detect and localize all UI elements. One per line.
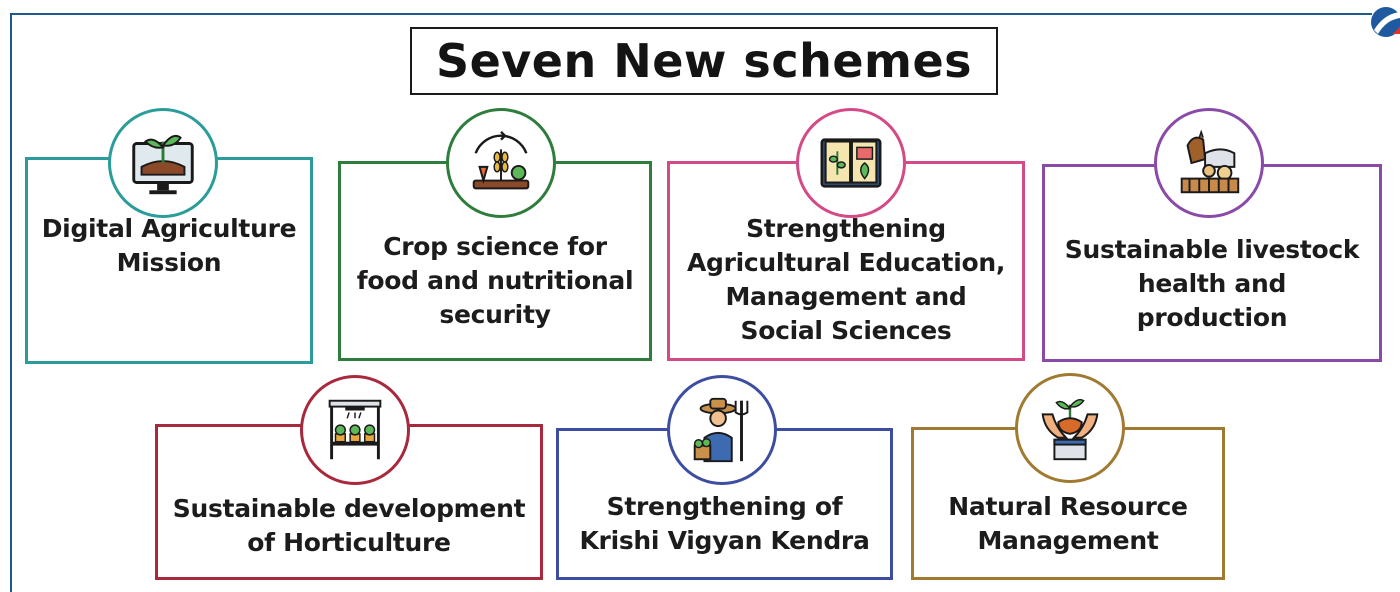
- farmer-icon: [667, 375, 777, 485]
- scheme-label: Strengthening of Krishi Vigyan Kendra: [579, 492, 870, 555]
- scheme-label: Sustainable livestock health and product…: [1064, 235, 1360, 332]
- scheme-label: Digital Agriculture Mission: [41, 213, 297, 277]
- brand-logo-icon: [1371, 7, 1400, 37]
- frame-top-line: [10, 13, 1372, 15]
- scheme-label: Crop science for food and nutritional se…: [356, 232, 634, 329]
- crop-cycle-icon: [446, 108, 556, 218]
- page-title: Seven New schemes: [435, 34, 973, 88]
- book-icon: [796, 108, 906, 218]
- computer-plant-icon: [108, 108, 218, 218]
- scheme-card-digital-agriculture: Digital Agriculture Mission: [25, 157, 313, 364]
- scheme-card-crop-science: Crop science for food and nutritional se…: [338, 161, 652, 361]
- livestock-icon: [1154, 108, 1264, 218]
- scheme-label: Natural Resource Management: [948, 491, 1188, 555]
- scheme-label: Strengthening Agricultural Education, Ma…: [686, 214, 1006, 345]
- title-box: Seven New schemes: [410, 27, 998, 95]
- greenhouse-icon: [300, 375, 410, 485]
- hands-sapling-icon: [1015, 373, 1125, 483]
- scheme-card-kvk: Strengthening of Krishi Vigyan Kendra: [556, 428, 893, 580]
- frame-left-line: [10, 13, 12, 592]
- scheme-label: Sustainable development of Horticulture: [172, 494, 526, 557]
